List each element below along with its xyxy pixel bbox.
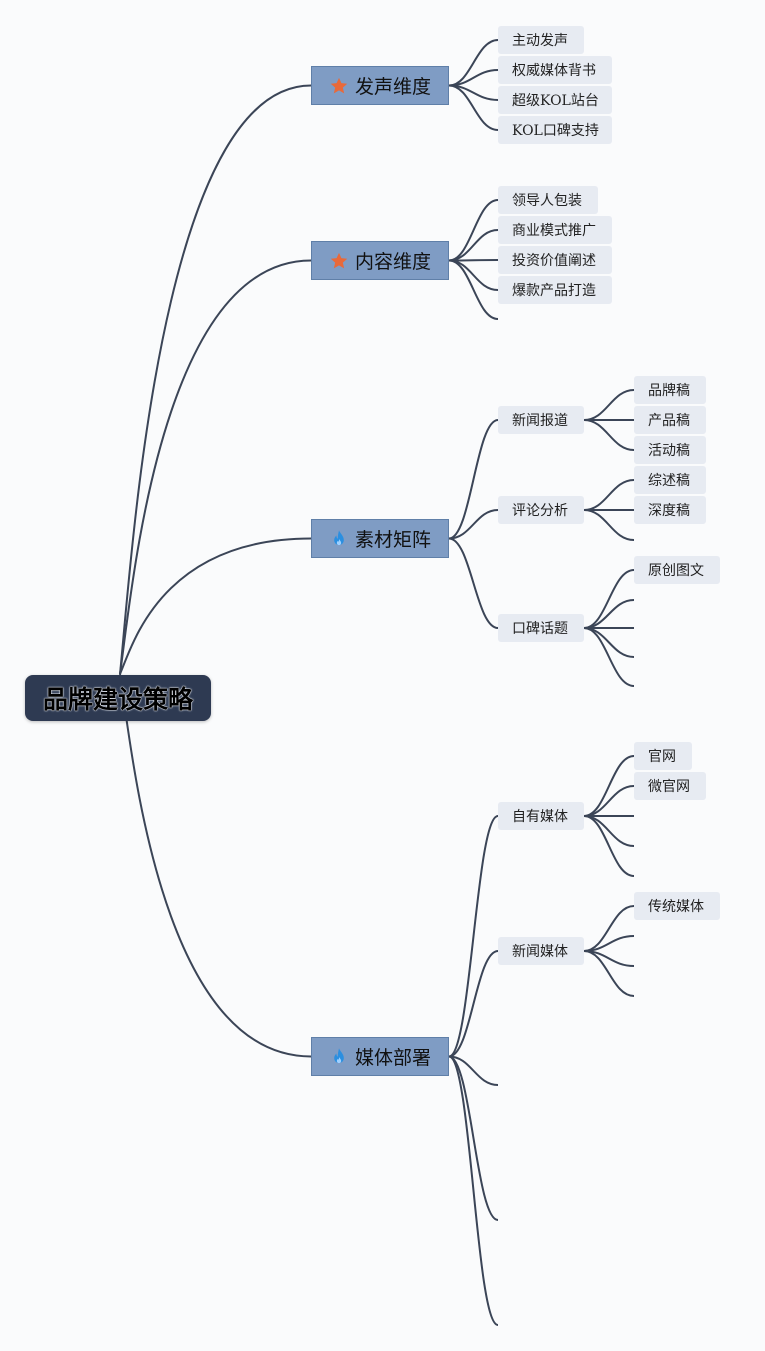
connector-line [448,509,499,540]
topic-node-label: 爆款产品打造 [512,283,596,299]
connector-line [583,569,635,629]
branch-node[interactable]: 发声维度 [311,66,449,105]
subtopic-node-label: 品牌稿 [648,383,690,399]
subtopic-node[interactable]: 活动稿 [634,436,706,464]
subtopic-node[interactable]: 微官网 [634,772,706,800]
connector-line [448,1055,499,1086]
topic-node[interactable]: 超级KOL站台 [498,86,612,114]
subtopic-node-label: 深度稿 [648,503,690,519]
connector-line [583,627,635,687]
connector-line [448,199,499,262]
star-icon [330,252,348,268]
connector-line [583,755,635,817]
root-label: 品牌建设策略 [42,685,193,714]
topic-node[interactable]: 主动发声 [498,26,584,54]
connector-line [448,1055,499,1221]
topic-node[interactable]: 领导人包装 [498,186,598,214]
branch-label: 媒体部署 [354,1047,431,1069]
root-node[interactable]: 品牌建设策略 [25,675,211,721]
topic-node[interactable]: 评论分析 [498,496,584,524]
connector-line [583,950,635,997]
connector-line [583,785,635,817]
connector-line [448,259,499,320]
connector-line [583,627,635,658]
topic-node-label: 投资价值阐述 [512,253,596,269]
branch-label: 素材矩阵 [354,529,431,551]
topic-node-label: 评论分析 [512,503,568,519]
topic-node[interactable]: 新闻媒体 [498,937,584,965]
connector-line [583,389,635,421]
topic-node[interactable]: 新闻报道 [498,406,584,434]
topic-node-label: 商业模式推广 [512,223,596,239]
root-connector [119,673,312,1058]
subtopic-node[interactable]: 品牌稿 [634,376,706,404]
fire-icon [334,529,344,545]
connector-line [583,815,635,877]
topic-node[interactable]: 权威媒体背书 [498,56,612,84]
subtopic-node-label: 产品稿 [648,413,690,429]
fire-icon [334,1047,344,1063]
star-icon [330,77,348,93]
branch-node[interactable]: 媒体部署 [311,1037,449,1076]
topic-node-label: 主动发声 [512,33,568,49]
subtopic-node[interactable]: 官网 [634,742,692,770]
topic-node-label: 超级KOL站台 [512,93,599,109]
root-connector [119,537,312,675]
topic-node-label: 口碑话题 [512,621,568,637]
connector-line [583,479,635,511]
subtopic-node[interactable]: 原创图文 [634,556,720,584]
root-connector [119,259,312,675]
connector-line [448,84,499,131]
subtopic-node[interactable]: 深度稿 [634,496,706,524]
topic-node-label: 新闻媒体 [512,944,568,960]
connector-line [448,815,499,1058]
topic-node[interactable]: 投资价值阐述 [498,246,612,274]
subtopic-node-label: 原创图文 [648,563,704,579]
connector-line [583,419,635,451]
branch-node[interactable]: 素材矩阵 [311,519,449,558]
connector-line [448,259,499,262]
root-connector [119,84,312,675]
connector-line [448,229,499,262]
topic-node-label: 自有媒体 [512,809,568,825]
branch-label: 内容维度 [354,251,431,273]
subtopic-node[interactable]: 产品稿 [634,406,706,434]
branch-label: 发声维度 [354,76,431,98]
topic-node[interactable]: 自有媒体 [498,802,584,830]
connector-line [448,419,499,540]
topic-node[interactable]: 爆款产品打造 [498,276,612,304]
topic-node-label: KOL口碑支持 [512,123,599,139]
connector-line [448,259,499,291]
subtopic-node[interactable]: 综述稿 [634,466,706,494]
subtopic-node-label: 综述稿 [648,473,690,489]
topic-node[interactable]: KOL口碑支持 [498,116,612,144]
connector-line [583,509,635,541]
topic-node-label: 新闻报道 [512,413,568,429]
branch-node[interactable]: 内容维度 [311,241,449,280]
connector-line [583,815,635,847]
connector-line [448,950,499,1058]
subtopic-node[interactable]: 传统媒体 [634,892,720,920]
connector-line [448,1055,499,1326]
topic-node[interactable]: 口碑话题 [498,614,584,642]
topic-node[interactable]: 商业模式推广 [498,216,612,244]
topic-node-label: 权威媒体背书 [512,63,596,79]
topic-node-label: 领导人包装 [512,193,582,209]
subtopic-node-label: 活动稿 [648,443,690,459]
connector-line [583,599,635,629]
subtopic-node-label: 传统媒体 [648,899,704,915]
connector-line [448,537,499,629]
subtopic-node-label: 官网 [648,749,676,765]
subtopic-node-label: 微官网 [648,779,690,795]
